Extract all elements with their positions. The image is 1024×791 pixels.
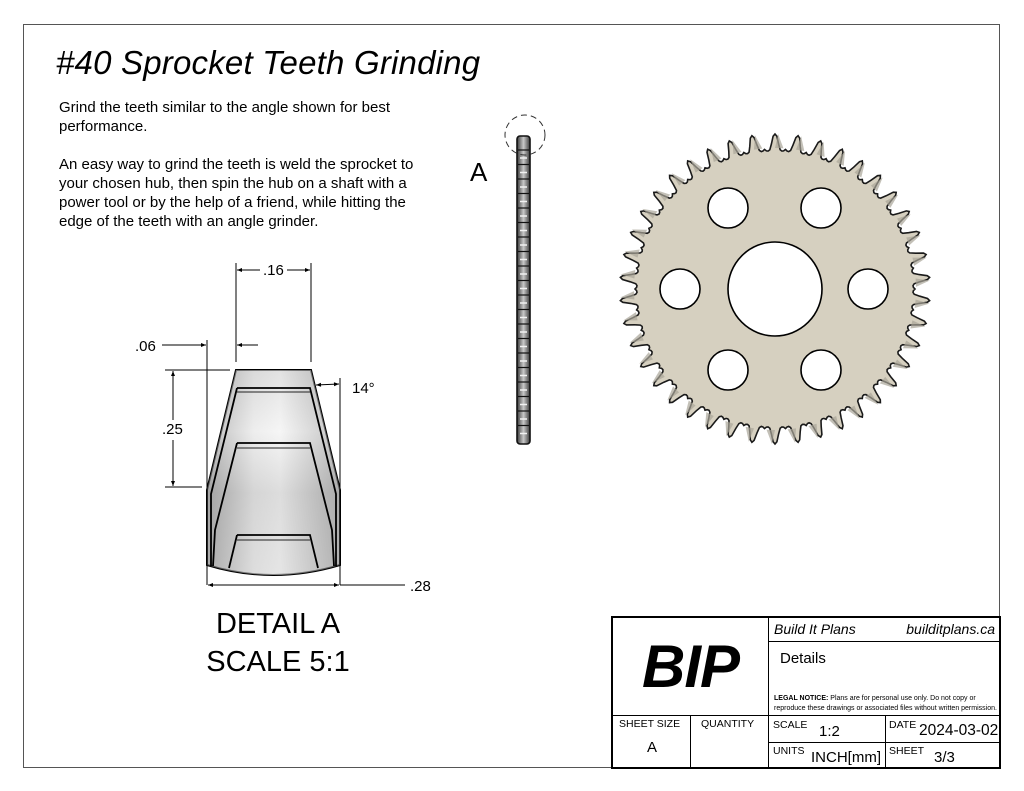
drawing-description: Details LEGAL NOTICE: Plans are for pers… bbox=[769, 642, 999, 716]
bolt-hole bbox=[707, 187, 749, 229]
detail-a-tooth bbox=[206, 369, 341, 576]
title-block: BIP Build It Plans builditplans.ca Detai… bbox=[611, 616, 1001, 769]
legal-notice: LEGAL NOTICE: Plans are for personal use… bbox=[774, 694, 999, 713]
brand-row: Build It Plans builditplans.ca bbox=[769, 618, 999, 642]
dim-angle: 14° bbox=[352, 380, 375, 397]
date-value: 2024-03-02 bbox=[919, 722, 999, 739]
sheet-value: 3/3 bbox=[934, 749, 955, 766]
drawing-title: #40 Sprocket Teeth Grinding bbox=[56, 44, 481, 81]
detail-a-label: DETAIL A SCALE 5:1 bbox=[178, 605, 378, 681]
dimension-lines bbox=[162, 263, 405, 587]
sprocket-front-view bbox=[619, 132, 931, 446]
view-callout-a: A bbox=[470, 157, 488, 187]
instruction-paragraph-1: Grind the teeth similar to the angle sho… bbox=[59, 99, 391, 135]
dim-bottom-width: .28 bbox=[410, 578, 431, 595]
sprocket-side-view bbox=[504, 114, 546, 445]
sheet-size-label: SHEET SIZE bbox=[619, 718, 681, 730]
company-name: Build It Plans bbox=[774, 621, 856, 637]
sheet-label: SHEET bbox=[889, 745, 925, 757]
bolt-hole bbox=[847, 268, 889, 310]
detail-scale: SCALE 5:1 bbox=[206, 646, 350, 678]
sheet-size-cell: SHEET SIZE A bbox=[613, 716, 691, 769]
bolt-hole bbox=[659, 268, 701, 310]
units-label: UNITS bbox=[773, 745, 805, 757]
drawing-border bbox=[23, 24, 1000, 768]
dim-height: .25 bbox=[162, 421, 183, 438]
bolt-hole bbox=[800, 349, 842, 391]
quantity-cell: QUANTITY bbox=[691, 716, 769, 769]
detail-name: DETAIL A bbox=[215, 608, 341, 640]
instruction-paragraph-2: An easy way to grind the teeth is weld t… bbox=[59, 156, 414, 230]
scale-label: SCALE bbox=[773, 719, 808, 731]
dim-offset: .06 bbox=[135, 338, 156, 355]
scale-cell: SCALE 1:2 bbox=[769, 716, 886, 743]
bolt-hole bbox=[707, 349, 749, 391]
drawing-name: Details bbox=[780, 650, 826, 667]
sheet-size-value: A bbox=[647, 739, 658, 756]
center-bore bbox=[727, 241, 823, 337]
legal-notice-label: LEGAL NOTICE: bbox=[774, 695, 829, 702]
dim-top-width: .16 bbox=[263, 262, 284, 279]
bip-logo: BIP bbox=[613, 618, 769, 716]
sheet-cell: SHEET 3/3 bbox=[886, 743, 999, 769]
units-value: INCH[mm] bbox=[811, 749, 881, 766]
date-cell: DATE 2024-03-02 bbox=[886, 716, 999, 743]
quantity-label: QUANTITY bbox=[701, 718, 755, 730]
date-label: DATE bbox=[889, 719, 917, 731]
units-cell: UNITS INCH[mm] bbox=[769, 743, 886, 769]
company-website: builditplans.ca bbox=[906, 621, 995, 637]
legal-notice-text: Plans are for personal use only. Do not … bbox=[774, 695, 997, 712]
scale-value: 1:2 bbox=[819, 723, 840, 740]
bolt-hole bbox=[800, 187, 842, 229]
